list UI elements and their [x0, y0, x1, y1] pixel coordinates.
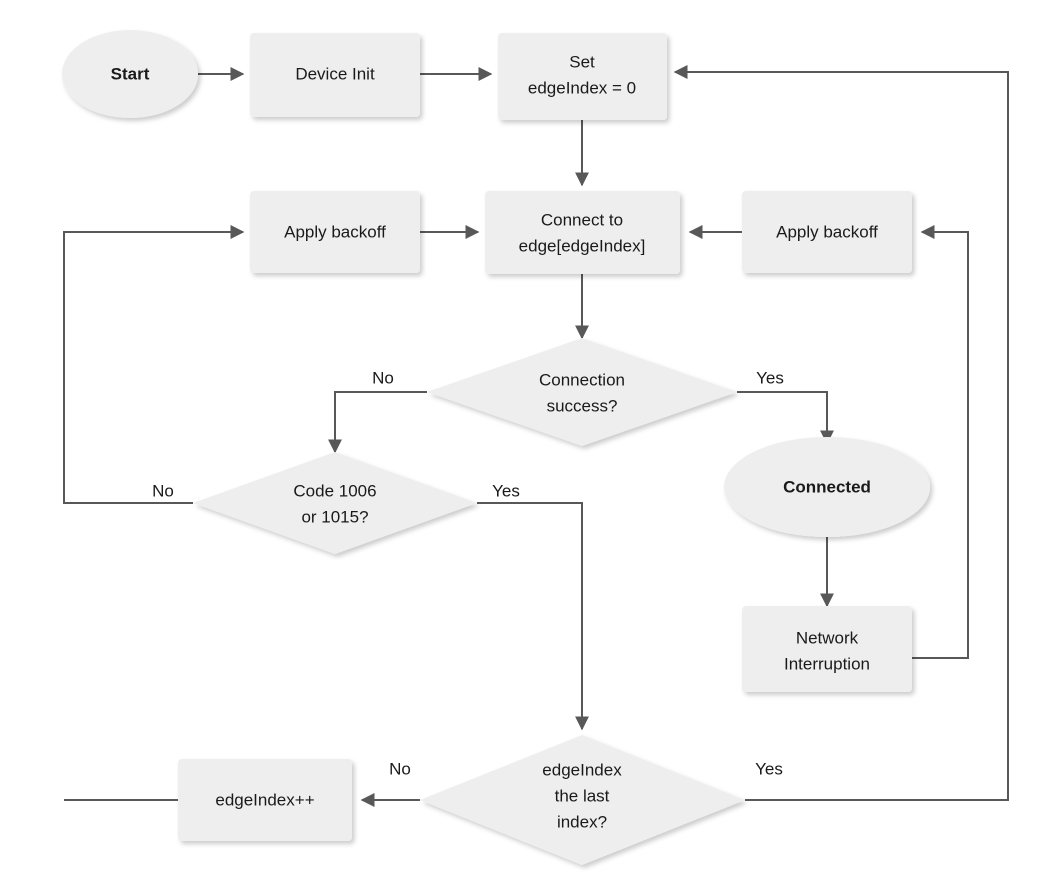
node-connected-label: Connected: [783, 477, 871, 496]
node-start[interactable]: Start: [62, 30, 198, 118]
node-backoff-left-label: Apply backoff: [284, 222, 386, 241]
node-start-label: Start: [111, 64, 150, 83]
node-code-check-label-line1: Code 1006: [293, 481, 376, 500]
node-net-interrupt-label-line1: Network: [796, 628, 859, 647]
edge-label-code-check-yes: Yes: [492, 481, 520, 500]
node-last-index[interactable]: edgeIndex the last index?: [420, 735, 745, 865]
edge-conn-success-no-to-code-check: [328, 391, 427, 454]
edge-code-check-no-to-backoff-left: [63, 225, 245, 504]
edge-label-last-index-no: No: [389, 759, 411, 778]
edge-label-last-index-yes: Yes: [755, 759, 783, 778]
node-layer: Start Device Init Set edgeIndex = 0 Appl…: [62, 30, 930, 865]
node-set-index[interactable]: Set edgeIndex = 0: [498, 33, 667, 120]
edge-layer: [63, 65, 1009, 807]
node-code-check[interactable]: Code 1006 or 1015?: [193, 452, 477, 554]
node-device-init[interactable]: Device Init: [250, 33, 420, 117]
edge-label-conn-success-no: No: [372, 368, 394, 387]
node-last-index-label-line2: the last: [555, 786, 610, 805]
node-net-interrupt-label-line2: Interruption: [784, 654, 870, 673]
edge-net-interrupt-to-backoff-right: [912, 225, 969, 659]
node-last-index-label-line1: edgeIndex: [542, 760, 622, 779]
edge-last-index-yes-to-set-index: [673, 65, 1009, 801]
edge-label-conn-success-yes: Yes: [756, 368, 784, 387]
node-conn-success[interactable]: Connection success?: [427, 338, 737, 446]
node-set-index-label-line2: edgeIndex = 0: [528, 78, 636, 97]
edge-label-layer: No Yes No Yes No Yes: [152, 368, 784, 778]
node-connected[interactable]: Connected: [724, 437, 930, 537]
edge-conn-success-yes-to-connected: [737, 391, 834, 445]
node-connect[interactable]: Connect to edge[edgeIndex]: [485, 191, 680, 274]
node-code-check-label-line2: or 1015?: [301, 507, 368, 526]
edge-label-code-check-no: No: [152, 481, 174, 500]
node-backoff-right-label: Apply backoff: [776, 222, 878, 241]
node-index-increment-label: edgeIndex++: [215, 790, 314, 809]
node-backoff-right[interactable]: Apply backoff: [742, 191, 912, 273]
node-last-index-label-line3: index?: [557, 812, 607, 831]
node-backoff-left[interactable]: Apply backoff: [250, 191, 420, 273]
node-conn-success-label-line2: success?: [547, 396, 618, 415]
node-net-interrupt[interactable]: Network Interruption: [742, 606, 912, 692]
node-connect-label-line2: edge[edgeIndex]: [519, 236, 646, 255]
node-index-increment[interactable]: edgeIndex++: [178, 759, 352, 841]
node-set-index-label-line1: Set: [569, 52, 595, 71]
node-device-init-label: Device Init: [295, 64, 375, 83]
node-connect-label-line1: Connect to: [541, 210, 623, 229]
node-conn-success-label-line1: Connection: [539, 370, 625, 389]
edge-code-check-yes-to-last-index: [477, 502, 589, 731]
